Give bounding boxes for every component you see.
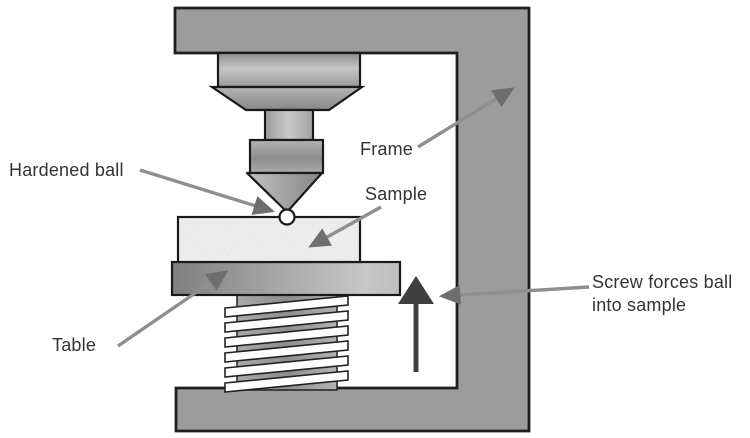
screw-thread: [224, 355, 349, 378]
screw-threads: [224, 295, 349, 393]
hardened-ball: [278, 208, 296, 226]
screw-thread: [224, 340, 349, 363]
force-up-arrow: [398, 276, 434, 372]
hardened-ball-label: Hardened ball: [9, 160, 124, 180]
hardened-ball-callout-arrow: [139, 168, 276, 215]
plunger-spindle: [216, 51, 362, 89]
frame-callout-arrow: [417, 87, 515, 149]
indenter-cone: [245, 171, 324, 214]
plunger-collar: [248, 138, 325, 175]
frame-label: Frame: [360, 139, 413, 159]
sample-callout-arrow: [308, 205, 382, 248]
table-platen: [170, 260, 402, 297]
screw-thread: [224, 370, 349, 393]
table-callout-arrow: [117, 270, 229, 348]
screw-thread: [224, 295, 349, 318]
screw-thread: [224, 310, 349, 333]
screw-thread: [224, 325, 349, 348]
screw-label-line1: Screw forces ball: [592, 272, 732, 292]
plunger-funnel: [208, 85, 366, 112]
plunger-shaft: [263, 108, 315, 142]
sample-label: Sample: [365, 184, 427, 204]
screw-label-line2: into sample: [592, 295, 686, 315]
screw-callout-arrow: [438, 285, 590, 305]
table-label: Table: [52, 335, 96, 355]
sample-block: [176, 215, 362, 264]
